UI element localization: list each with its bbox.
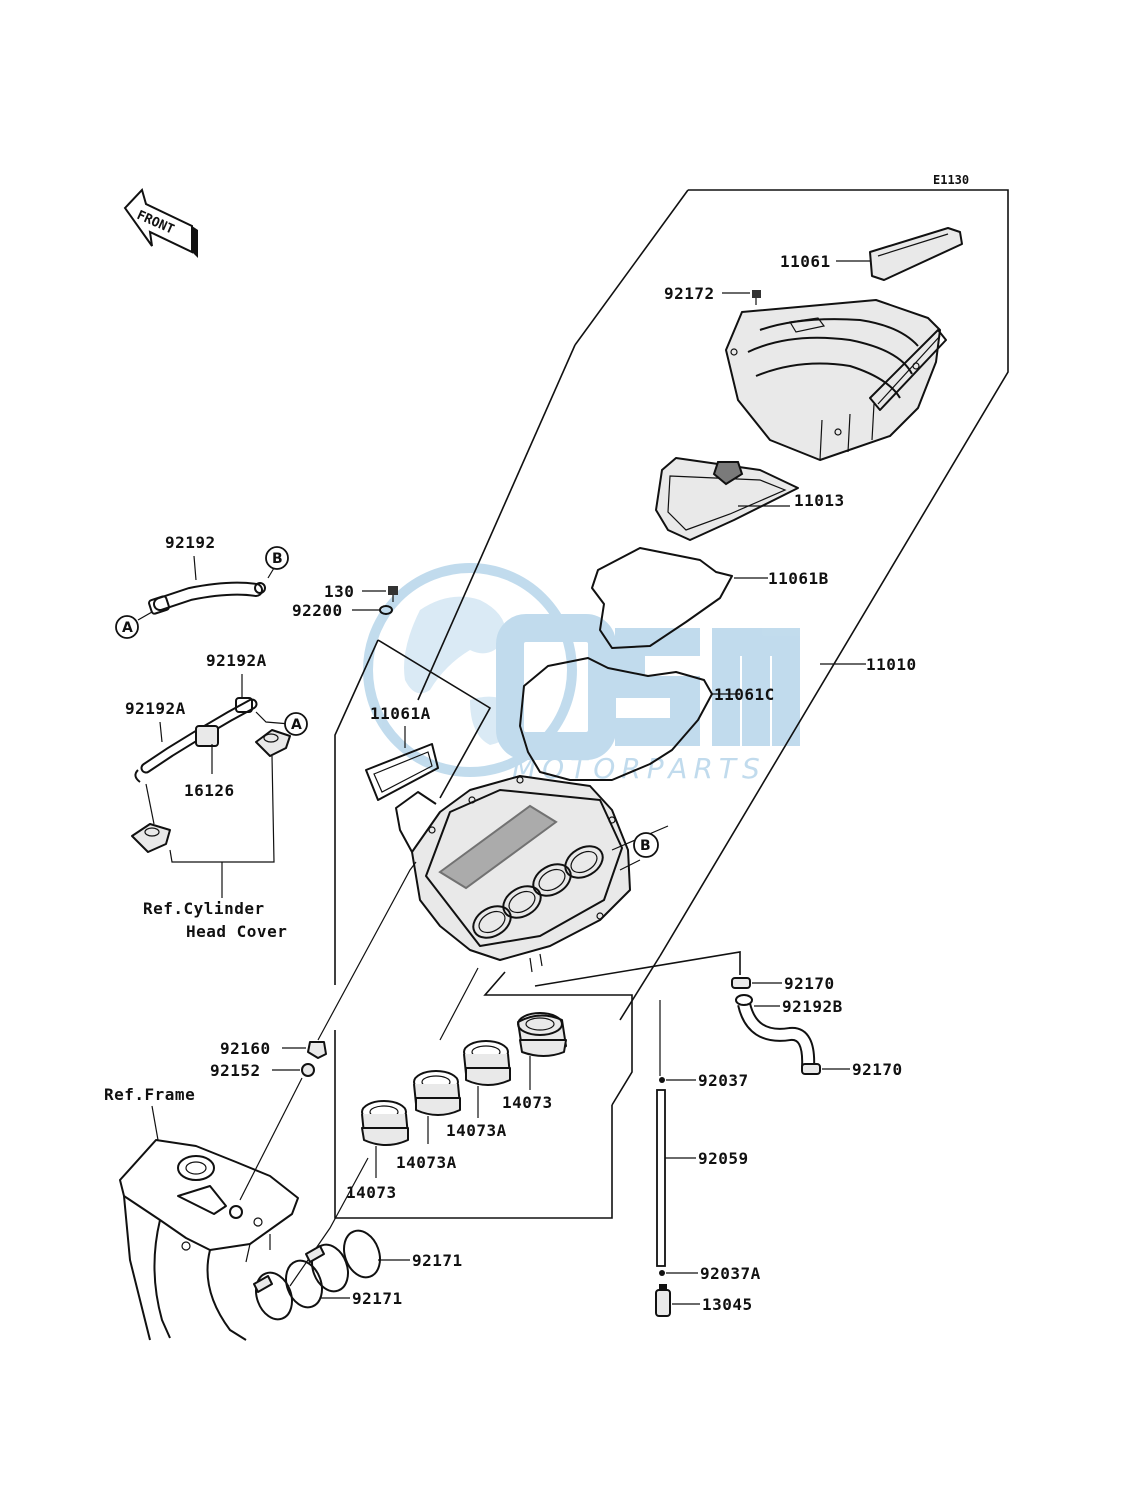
screw-92172-icon[interactable] [752, 290, 761, 305]
label-92037[interactable]: 92037 [698, 1071, 749, 1090]
intake-port-4 [564, 845, 604, 879]
label-92037A[interactable]: 92037A [700, 1264, 761, 1283]
label-92192[interactable]: 92192 [165, 533, 216, 552]
gasket-11061C[interactable] [519, 657, 713, 781]
svg-text:A: A [291, 717, 302, 733]
part-11061-panel[interactable] [869, 227, 963, 281]
label-16126[interactable]: 16126 [184, 781, 235, 800]
gasket-11061B[interactable] [591, 547, 733, 649]
drain-tube-92059[interactable] [656, 1089, 666, 1267]
label-92172[interactable]: 92172 [664, 284, 715, 303]
head-cover-nipple-left [131, 823, 171, 853]
washer-92200-icon[interactable] [379, 605, 393, 615]
intake-duct-14073A-right[interactable] [463, 1040, 511, 1086]
front-arrow-icon: FRONT [123, 188, 198, 258]
label-13045[interactable]: 13045 [702, 1295, 753, 1314]
valve-16126-assembly[interactable] [134, 697, 258, 783]
air-filter-element-11013[interactable] [655, 457, 799, 541]
label-11061A[interactable]: 11061A [370, 704, 431, 723]
label-92171-lower[interactable]: 92171 [352, 1289, 403, 1308]
label-130[interactable]: 130 [324, 582, 354, 601]
label-14073-left[interactable]: 14073 [346, 1183, 397, 1202]
drain-cap-13045[interactable] [655, 1284, 671, 1317]
intake-duct-14073-left[interactable] [361, 1100, 409, 1146]
diagram-code: E1130 [933, 173, 969, 187]
clip-92037-icon[interactable] [659, 1077, 665, 1083]
label-92059[interactable]: 92059 [698, 1149, 749, 1168]
label-92192A-top[interactable]: 92192A [206, 651, 267, 670]
label-14073A-right[interactable]: 14073A [446, 1121, 507, 1140]
ref-frame: Ref.Frame [104, 1085, 195, 1104]
osm-watermark: MOTORPARTS [363, 563, 800, 785]
svg-text:B: B [640, 838, 651, 854]
label-11013[interactable]: 11013 [794, 491, 845, 510]
label-11061C[interactable]: 11061C [714, 685, 775, 704]
frame-ref-drawing [119, 1139, 299, 1341]
label-92200[interactable]: 92200 [292, 601, 343, 620]
label-92152[interactable]: 92152 [210, 1061, 261, 1080]
lower-housing[interactable] [395, 775, 631, 973]
label-92192B[interactable]: 92192B [782, 997, 843, 1016]
ref-cylinder-line2: Head Cover [186, 922, 287, 941]
label-92192A-left[interactable]: 92192A [125, 699, 186, 718]
svg-text:A: A [122, 620, 133, 636]
gasket-11061A[interactable] [365, 743, 439, 801]
clamp-92170-upper-icon[interactable] [731, 977, 751, 989]
marker-a-hose: A [115, 615, 139, 639]
intake-duct-14073A-left[interactable] [413, 1070, 461, 1116]
globe-icon [363, 563, 577, 777]
marker-b-hose: B [265, 546, 289, 570]
label-11061B[interactable]: 11061B [768, 569, 829, 588]
clamp-92171-lower[interactable] [250, 1256, 328, 1325]
clamp-92171-upper[interactable] [305, 1226, 386, 1297]
hose-92192[interactable] [148, 581, 266, 615]
intake-port-1 [472, 905, 512, 939]
label-92170-upper[interactable]: 92170 [784, 974, 835, 993]
grommet-92160-icon[interactable] [307, 1041, 327, 1059]
label-14073A-left[interactable]: 14073A [396, 1153, 457, 1172]
label-92160[interactable]: 92160 [220, 1039, 271, 1058]
head-cover-nipple-right [255, 729, 291, 757]
marker-a-valve: A [284, 712, 308, 736]
ref-cylinder-line1: Ref.Cylinder [143, 899, 265, 918]
collar-92152-icon[interactable] [301, 1063, 315, 1077]
svg-text:B: B [272, 551, 283, 567]
label-92171-upper[interactable]: 92171 [412, 1251, 463, 1270]
clamp-92170-lower-icon[interactable] [801, 1063, 821, 1075]
hose-92192B[interactable] [735, 994, 816, 1069]
intake-duct-14073-right[interactable] [517, 1012, 567, 1057]
label-14073-right[interactable]: 14073 [502, 1093, 553, 1112]
bolt-130-icon[interactable] [388, 586, 398, 602]
label-11010[interactable]: 11010 [866, 655, 917, 674]
intake-port-3 [532, 863, 572, 897]
assembly-frame-left [334, 639, 379, 985]
marker-b-lower: B [633, 832, 659, 858]
label-92170-lower[interactable]: 92170 [852, 1060, 903, 1079]
clip-92037A-icon[interactable] [659, 1270, 665, 1276]
label-11061[interactable]: 11061 [780, 252, 831, 271]
intake-port-2 [502, 885, 542, 919]
upper-housing[interactable] [725, 299, 947, 461]
